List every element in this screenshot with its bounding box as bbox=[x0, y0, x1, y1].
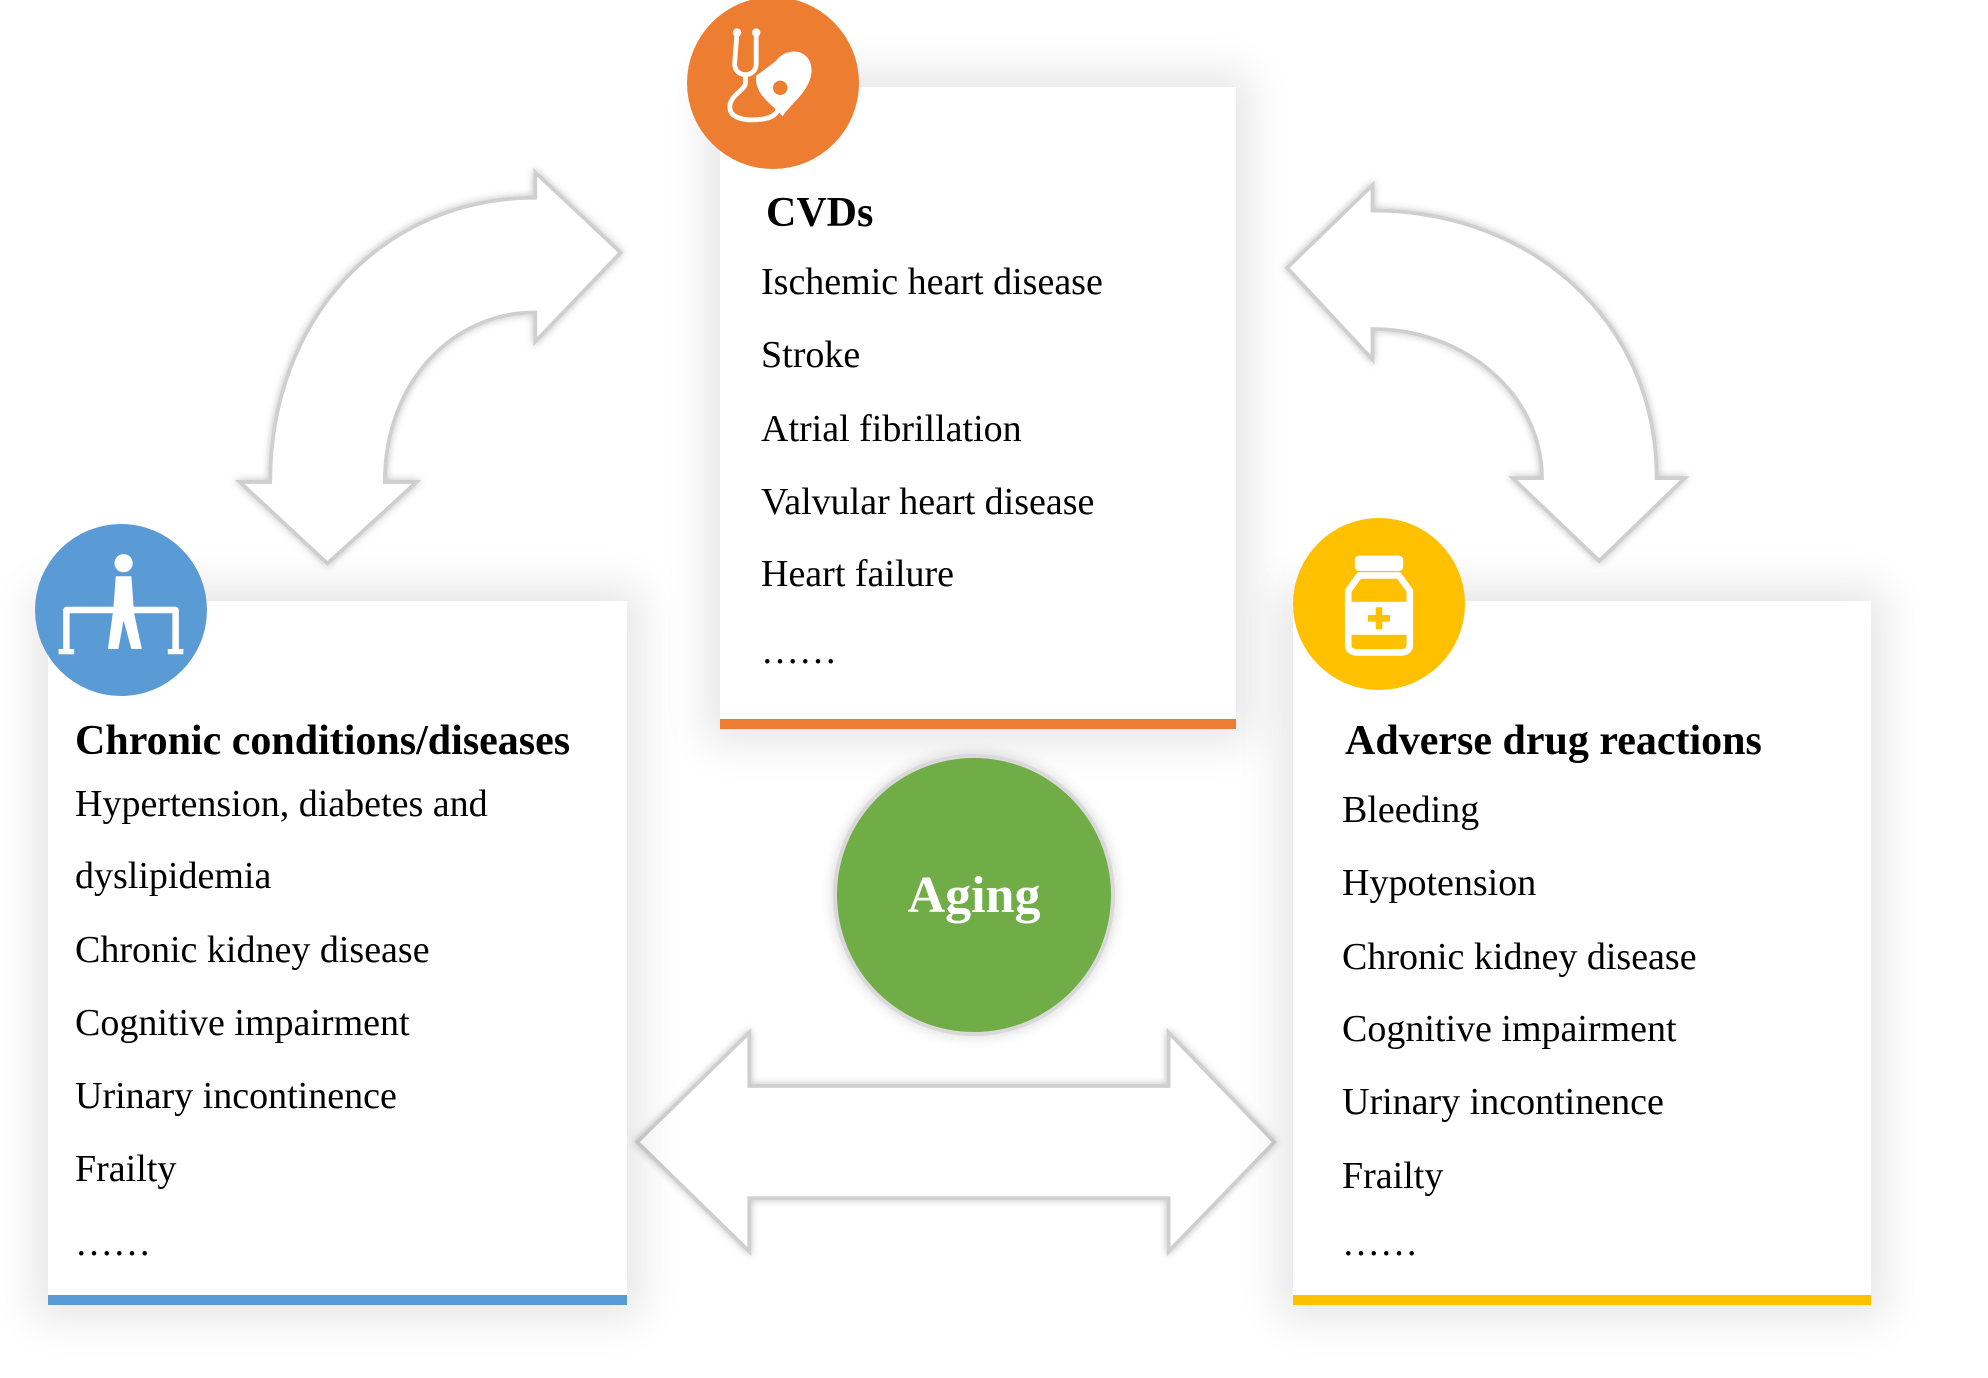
cvd-title: CVDs bbox=[766, 190, 874, 236]
chronic-item: Cognitive impairment bbox=[75, 1002, 410, 1044]
cvd-item: Ischemic heart disease bbox=[761, 261, 1103, 303]
chronic-box bbox=[48, 601, 627, 1305]
cvd-accent-bar bbox=[720, 719, 1236, 729]
chronic-item: …… bbox=[75, 1222, 151, 1264]
chronic-item: Chronic kidney disease bbox=[75, 929, 430, 971]
adverse-box bbox=[1293, 601, 1871, 1305]
horizontal-double-arrow bbox=[634, 1027, 1278, 1257]
chronic-item: Frailty bbox=[75, 1148, 177, 1190]
adverse-item: Urinary incontinence bbox=[1342, 1081, 1664, 1123]
cvd-box bbox=[720, 87, 1236, 729]
curved-double-arrow-right bbox=[1284, 180, 1690, 564]
medicine-bottle-icon bbox=[1344, 555, 1414, 656]
curved-double-arrow-left bbox=[234, 167, 624, 567]
aging-circle: Aging bbox=[837, 758, 1111, 1032]
adverse-icon-circle bbox=[1293, 518, 1465, 690]
adverse-item: Cognitive impairment bbox=[1342, 1008, 1677, 1050]
adverse-item: …… bbox=[1342, 1222, 1418, 1264]
adverse-title: Adverse drug reactions bbox=[1345, 718, 1762, 764]
cvd-icon-circle bbox=[687, 0, 859, 169]
adverse-accent-bar bbox=[1293, 1295, 1871, 1305]
aging-label: Aging bbox=[907, 866, 1041, 924]
chronic-item: Urinary incontinence bbox=[75, 1075, 397, 1117]
cvd-item: Atrial fibrillation bbox=[761, 408, 1022, 450]
chronic-title: Chronic conditions/diseases bbox=[75, 718, 571, 764]
cvd-item: Valvular heart disease bbox=[761, 481, 1095, 523]
stethoscope-heart-icon bbox=[727, 28, 812, 123]
person-walking-bars-icon bbox=[58, 554, 184, 655]
adverse-item: Chronic kidney disease bbox=[1342, 936, 1697, 978]
adverse-item: Hypotension bbox=[1342, 862, 1537, 904]
adverse-item: Frailty bbox=[1342, 1155, 1444, 1197]
cvd-item: …… bbox=[761, 630, 837, 672]
chronic-accent-bar bbox=[48, 1295, 627, 1305]
adverse-item: Bleeding bbox=[1342, 789, 1480, 831]
chronic-item: dyslipidemia bbox=[75, 855, 272, 897]
chronic-item: Hypertension, diabetes and bbox=[75, 783, 488, 825]
chronic-icon-circle bbox=[35, 524, 207, 696]
cvd-item: Stroke bbox=[761, 334, 861, 376]
cvd-item: Heart failure bbox=[761, 553, 955, 595]
